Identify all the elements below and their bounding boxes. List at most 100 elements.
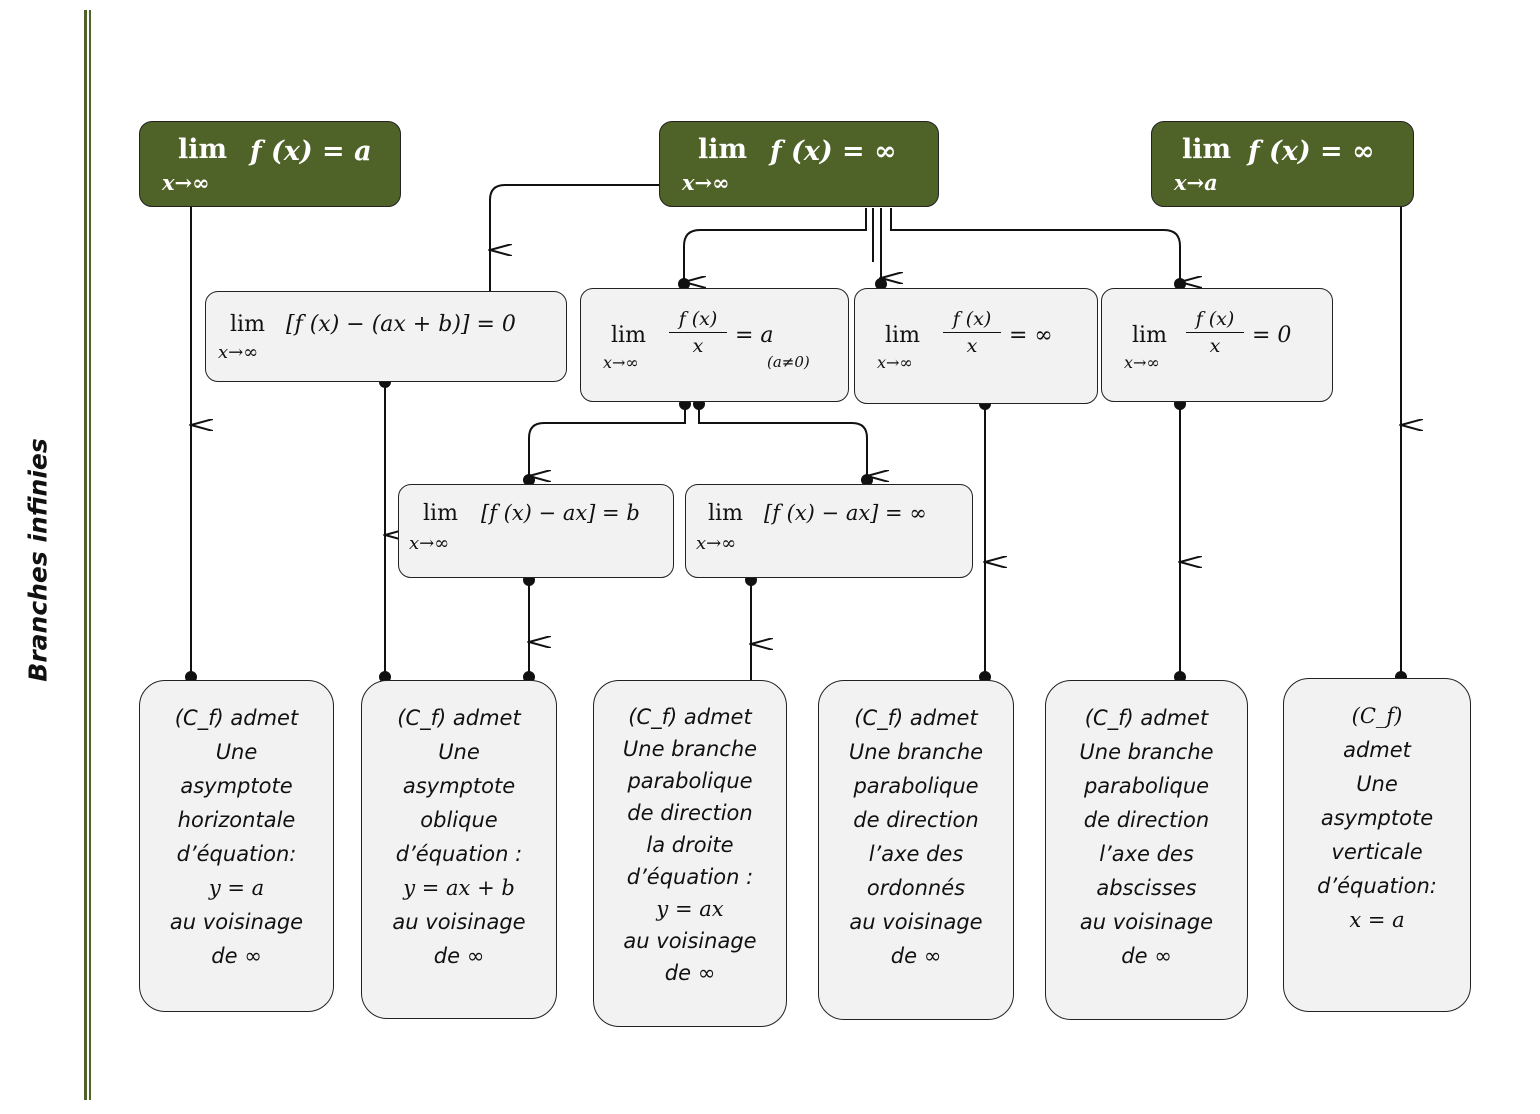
result-line: de direction [1083, 808, 1210, 832]
result-line: abscisses [1096, 876, 1197, 900]
result-line: Une [438, 740, 480, 764]
lim-operator: lim [708, 501, 743, 526]
ratio-fraction: f (x) x [943, 307, 1001, 358]
limit-expression: f (x) = ∞ [770, 136, 897, 167]
result-line: (C_f) [1351, 704, 1403, 728]
result-line: d’équation : [395, 842, 523, 866]
result-line: de ∞ [1121, 944, 1172, 968]
connector-to-ratio-inf [872, 208, 882, 262]
lim-subscript: x→∞ [877, 353, 913, 372]
lim-operator: lim [423, 501, 458, 526]
result-equation: y = ax [656, 897, 724, 921]
result-line: de ∞ [664, 961, 716, 985]
result-line: ordonnés [866, 876, 966, 900]
result-equation: y = a [208, 876, 265, 900]
result-line: horizontale [177, 808, 296, 832]
result-parabolic-branch-line: (C_f) admet Une branche parabolique de d… [593, 680, 787, 1027]
condition-ratio-zero: lim x→∞ f (x) x = 0 [1101, 288, 1333, 402]
result-line: (C_f) admet [854, 706, 978, 730]
limit-rhs: = ∞ [1009, 323, 1053, 348]
result-line: l’axe des [1099, 842, 1194, 866]
result-line: Une [1356, 772, 1398, 796]
limit-expression: f (x) = ∞ [1248, 136, 1375, 167]
condition-difference-infinite: lim x→∞ [f (x) − ax] = ∞ [685, 484, 973, 578]
result-vertical-asymptote: (C_f) admet Une asymptote verticale d’éq… [1283, 678, 1471, 1012]
lim-operator: lim [611, 323, 646, 348]
left-border-rule-inner [89, 10, 91, 1100]
result-line: au voisinage [1079, 910, 1214, 934]
result-equation: y = ax + b [403, 876, 515, 900]
result-line: d’équation: [1317, 874, 1437, 898]
result-line: asymptote [180, 774, 293, 798]
connector-to-oblique [489, 184, 660, 292]
result-line: au voisinage [392, 910, 526, 934]
limit-rhs: = 0 [1252, 323, 1292, 348]
result-line: de ∞ [890, 944, 942, 968]
result-line: (C_f) admet [1084, 706, 1209, 730]
result-horizontal-asymptote: (C_f) admet Une asymptote horizontale d’… [139, 680, 334, 1012]
result-line: Une branche [1079, 740, 1214, 764]
condition-oblique-test: lim x→∞ [f (x) − (ax + b)] = 0 [205, 291, 567, 382]
ratio-fraction: f (x) x [1186, 307, 1244, 358]
lim-subscript: x→∞ [162, 170, 210, 195]
lim-subscript: x→∞ [409, 533, 450, 554]
result-line: au voisinage [849, 910, 983, 934]
fraction-denominator: x [692, 335, 704, 357]
result-line: au voisinage [623, 929, 757, 953]
connector-to-ratio-a [683, 208, 867, 288]
lim-operator: lim [885, 323, 920, 348]
limit-rhs: = a [735, 323, 774, 348]
result-line: de ∞ [211, 944, 262, 968]
fraction-bar [1186, 332, 1244, 333]
lim-subscript: x→∞ [696, 533, 737, 554]
lim-subscript: x→∞ [1124, 353, 1160, 372]
result-line: Une branche [848, 740, 984, 764]
left-border-rule [84, 10, 87, 1100]
condition-ratio-infinite: lim x→∞ f (x) x = ∞ [854, 288, 1098, 404]
connector-to-ratio-zero [890, 208, 1181, 288]
fraction-numerator: f (x) [678, 308, 718, 330]
result-parabolic-branch-ordinate: (C_f) admet Une branche parabolique de d… [818, 680, 1014, 1020]
result-line: de ∞ [433, 944, 485, 968]
result-line: asymptote [1320, 806, 1434, 830]
result-line: la droite [646, 833, 734, 857]
result-line: parabolique [627, 769, 753, 793]
lim-subscript: x→∞ [682, 170, 730, 195]
result-line: au voisinage [169, 910, 304, 934]
result-line: de direction [853, 808, 979, 832]
lim-subscript: x→∞ [218, 342, 259, 363]
result-line: parabolique [1083, 774, 1210, 798]
condition-note: (a≠0) [767, 353, 810, 371]
result-line: d’équation: [176, 842, 297, 866]
lim-operator: lim [698, 134, 748, 165]
lim-operator: lim [1132, 323, 1167, 348]
connector-to-diff-inf [698, 404, 868, 482]
result-line: de direction [627, 801, 753, 825]
result-line: admet [1343, 738, 1411, 762]
limit-expression: [f (x) − ax] = ∞ [764, 501, 927, 525]
result-line: verticale [1331, 840, 1423, 864]
result-line: (C_f) admet [628, 705, 752, 729]
connector-to-diff-b [528, 404, 686, 482]
ratio-fraction: f (x) x [669, 307, 727, 358]
result-line: oblique [420, 808, 498, 832]
result-line: Une branche [622, 737, 758, 761]
condition-limit-finite: lim x→∞ f (x) = a [139, 121, 401, 207]
condition-limit-at-a: lim x→a f (x) = ∞ [1151, 121, 1414, 207]
fraction-numerator: f (x) [1195, 308, 1235, 330]
result-line: (C_f) admet [174, 706, 299, 730]
fraction-bar [669, 332, 727, 333]
result-equation: x = a [1349, 908, 1405, 932]
lim-subscript: x→a [1174, 170, 1218, 195]
result-parabolic-branch-abscissa: (C_f) admet Une branche parabolique de d… [1045, 680, 1248, 1020]
limit-expression: f (x) = a [250, 136, 372, 167]
result-line: parabolique [853, 774, 979, 798]
condition-difference-b: lim x→∞ [f (x) − ax] = b [398, 484, 674, 578]
limit-expression: [f (x) − ax] = b [481, 501, 640, 525]
condition-limit-infinite: lim x→∞ f (x) = ∞ [659, 121, 939, 207]
lim-operator: lim [1182, 134, 1232, 165]
fraction-denominator: x [1209, 335, 1221, 357]
lim-subscript: x→∞ [603, 353, 639, 372]
lim-operator: lim [230, 312, 265, 337]
